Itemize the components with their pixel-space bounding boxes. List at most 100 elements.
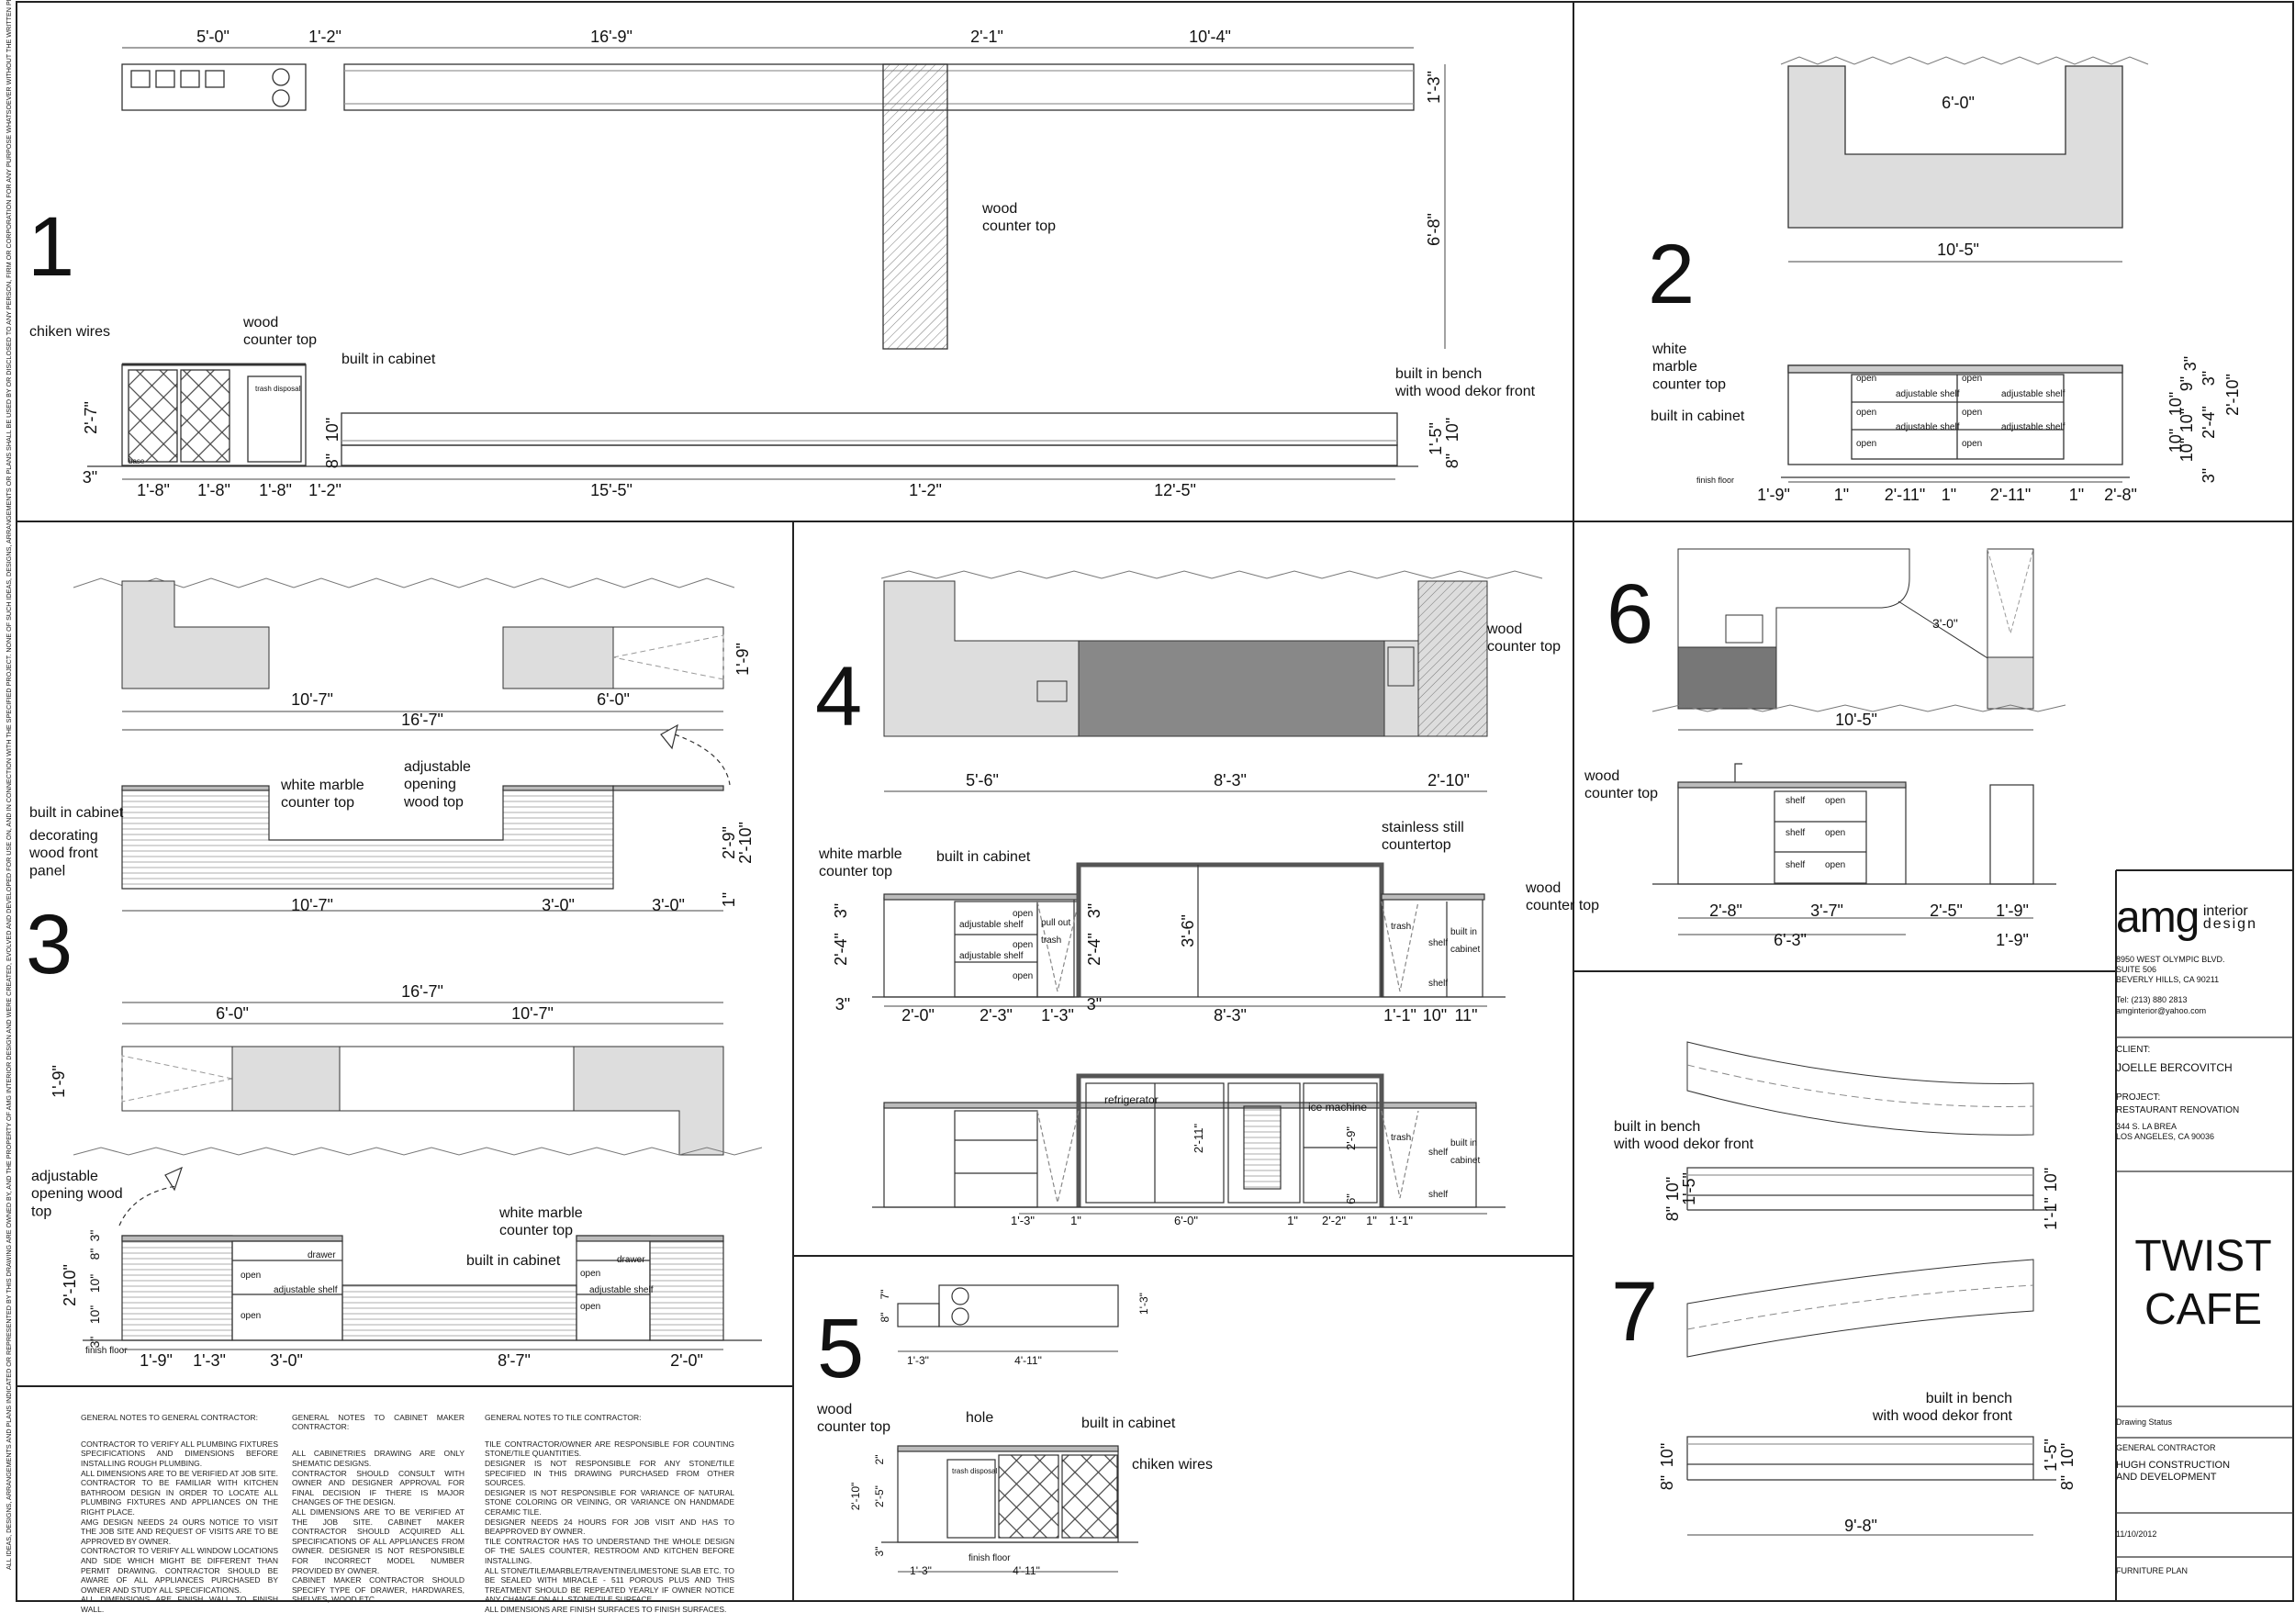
dim-text: 10" [2042, 1168, 2060, 1192]
dim-text: 2'-10" [849, 1483, 862, 1511]
dim-text: 1'-5" [2042, 1439, 2060, 1472]
label-built-in-cabinet: built in cabinet [936, 849, 1031, 865]
dim-text: 6'-3" [1774, 931, 1807, 949]
dim-text: 6'-0" [597, 690, 630, 709]
dim-text: 10" [1443, 418, 1461, 442]
dim-text: 1'-3" [193, 1351, 226, 1370]
dim-text: 10" [2166, 392, 2185, 416]
dim-text: 15'-5" [590, 481, 633, 499]
label-adjustable-shelf: adjustable shelf [2001, 389, 2066, 399]
dim-text: 1" [1366, 1214, 1377, 1227]
label-hole: hole [966, 1410, 993, 1426]
dim-text: 2'-8" [1709, 902, 1742, 920]
panel-number: 5 [817, 1302, 864, 1395]
dim-text: 16'-9" [590, 28, 633, 46]
drawing-title: TWIST CAFE [2116, 1230, 2290, 1337]
dim-text: 10'-7" [291, 896, 333, 914]
dim-text: 10'-7" [291, 690, 333, 709]
dim-text: 1" [1070, 1214, 1081, 1227]
dim-text: 1'-1" [2042, 1197, 2060, 1230]
label-open: open [580, 1302, 600, 1312]
notes-cabinet-maker: GENERAL NOTES TO CABINET MAKER CONTRACTO… [292, 1403, 465, 1614]
dim-text: 2'-2" [1322, 1214, 1346, 1227]
dim-text: 1'-2" [308, 481, 341, 499]
dim-text: 16'-7" [401, 982, 443, 1001]
dim-text: 1'-9" [1996, 931, 2029, 949]
dim-text: 2'-0" [901, 1006, 935, 1025]
panel-number: 6 [1606, 567, 1653, 661]
dim-text: 7" [879, 1290, 891, 1300]
drawing-status: Drawing Status [2116, 1417, 2173, 1427]
bench-elev-a [1686, 1167, 2056, 1211]
dim-text: 8" [2058, 1475, 2077, 1490]
label-shelf: shelf [1428, 979, 1448, 989]
bench-plan-a [1686, 1041, 2034, 1136]
label-refrigerator: refrigerator [1104, 1093, 1159, 1106]
dim-text: 1'-3" [1137, 1293, 1150, 1315]
panel-3: 3 10'-7" 6'-0" 16'-7" 1'-9" built in cab… [26, 577, 763, 1370]
logo-main: amg [2116, 893, 2200, 942]
label-built-in-cabinet: built in cabinet [29, 805, 124, 821]
dim-text: 3" [832, 903, 850, 918]
label-open: open [1825, 828, 1845, 838]
notes-general-contractor: GENERAL NOTES TO GENERAL CONTRACTOR: CON… [81, 1403, 278, 1624]
panel-number: 4 [815, 650, 862, 744]
notes-tile-contractor: GENERAL NOTES TO TILE CONTRACTOR: TILE C… [485, 1403, 734, 1624]
elevation-view [87, 363, 1418, 467]
notes-body: CONTRACTOR TO VERIFY ALL PLUMBING FIXTUR… [81, 1439, 278, 1614]
bench-plan-b [1686, 1259, 2034, 1358]
dim-text: 3" [835, 995, 850, 1014]
dim-text: 3'-0" [270, 1351, 303, 1370]
gc-label: GENERAL CONTRACTOR [2116, 1443, 2216, 1452]
client-name: JOELLE BERCOVITCH [2116, 1061, 2233, 1074]
dim-text: 1'-3" [1425, 71, 1443, 104]
logo-sub-2: design [2202, 916, 2257, 932]
dim-text: 10" [1663, 1177, 1682, 1201]
dim-text: 1'-3" [907, 1354, 929, 1367]
dim-text: 2'-1" [970, 28, 1003, 46]
panel-number: 1 [28, 200, 74, 294]
dim-text: 1'-3" [910, 1564, 932, 1577]
label-adjustable-shelf: adjustable shelf [959, 951, 1024, 961]
notes-title: GENERAL NOTES TO TILE CONTRACTOR: [485, 1412, 642, 1422]
label-open: open [1856, 439, 1876, 449]
label-chiken-wires: chiken wires [1132, 1457, 1213, 1473]
panel-number: 3 [26, 898, 73, 991]
notes-title: GENERAL NOTES TO CABINET MAKER CONTRACTO… [292, 1412, 465, 1432]
dim-text: 10" [87, 1305, 102, 1325]
elevation-b [83, 1166, 762, 1341]
label-adjustable-shelf: adjustable shelf [1896, 389, 1960, 399]
dim-text: 12'-5" [1154, 481, 1196, 499]
dim-text: 2'-8" [2104, 486, 2137, 504]
dim-text: 2'-10" [61, 1264, 79, 1306]
dim-text: 3" [83, 468, 97, 487]
elevation-b [872, 1073, 1506, 1208]
dim-text: 2'-9" [720, 826, 738, 859]
label-trash: trash [1391, 922, 1411, 932]
dim-text: 1'-2" [308, 28, 341, 46]
dim-text: 3'-6" [1179, 914, 1197, 947]
label-drawer: drawer [308, 1250, 336, 1260]
label-adjustable-shelf: adjustable shelf [2001, 422, 2066, 432]
dim-text: 6'-8" [1425, 213, 1443, 246]
project-name: RESTAURANT RENOVATION [2116, 1105, 2240, 1115]
notes-body: TILE CONTRACTOR/OWNER ARE RESPONSIBLE FO… [485, 1439, 734, 1614]
label-trash: trash [1391, 1133, 1411, 1143]
dim-text: 2'-4" [832, 933, 850, 966]
dim-text: 1'-9" [733, 643, 752, 676]
dim-text: 2'-5" [873, 1485, 886, 1507]
label-open: open [1856, 374, 1876, 384]
dim-text: 10" [87, 1274, 102, 1294]
logo: amg interior design [2116, 892, 2290, 943]
elevation-view [1652, 763, 2056, 885]
dim-text: 5'-0" [196, 28, 230, 46]
